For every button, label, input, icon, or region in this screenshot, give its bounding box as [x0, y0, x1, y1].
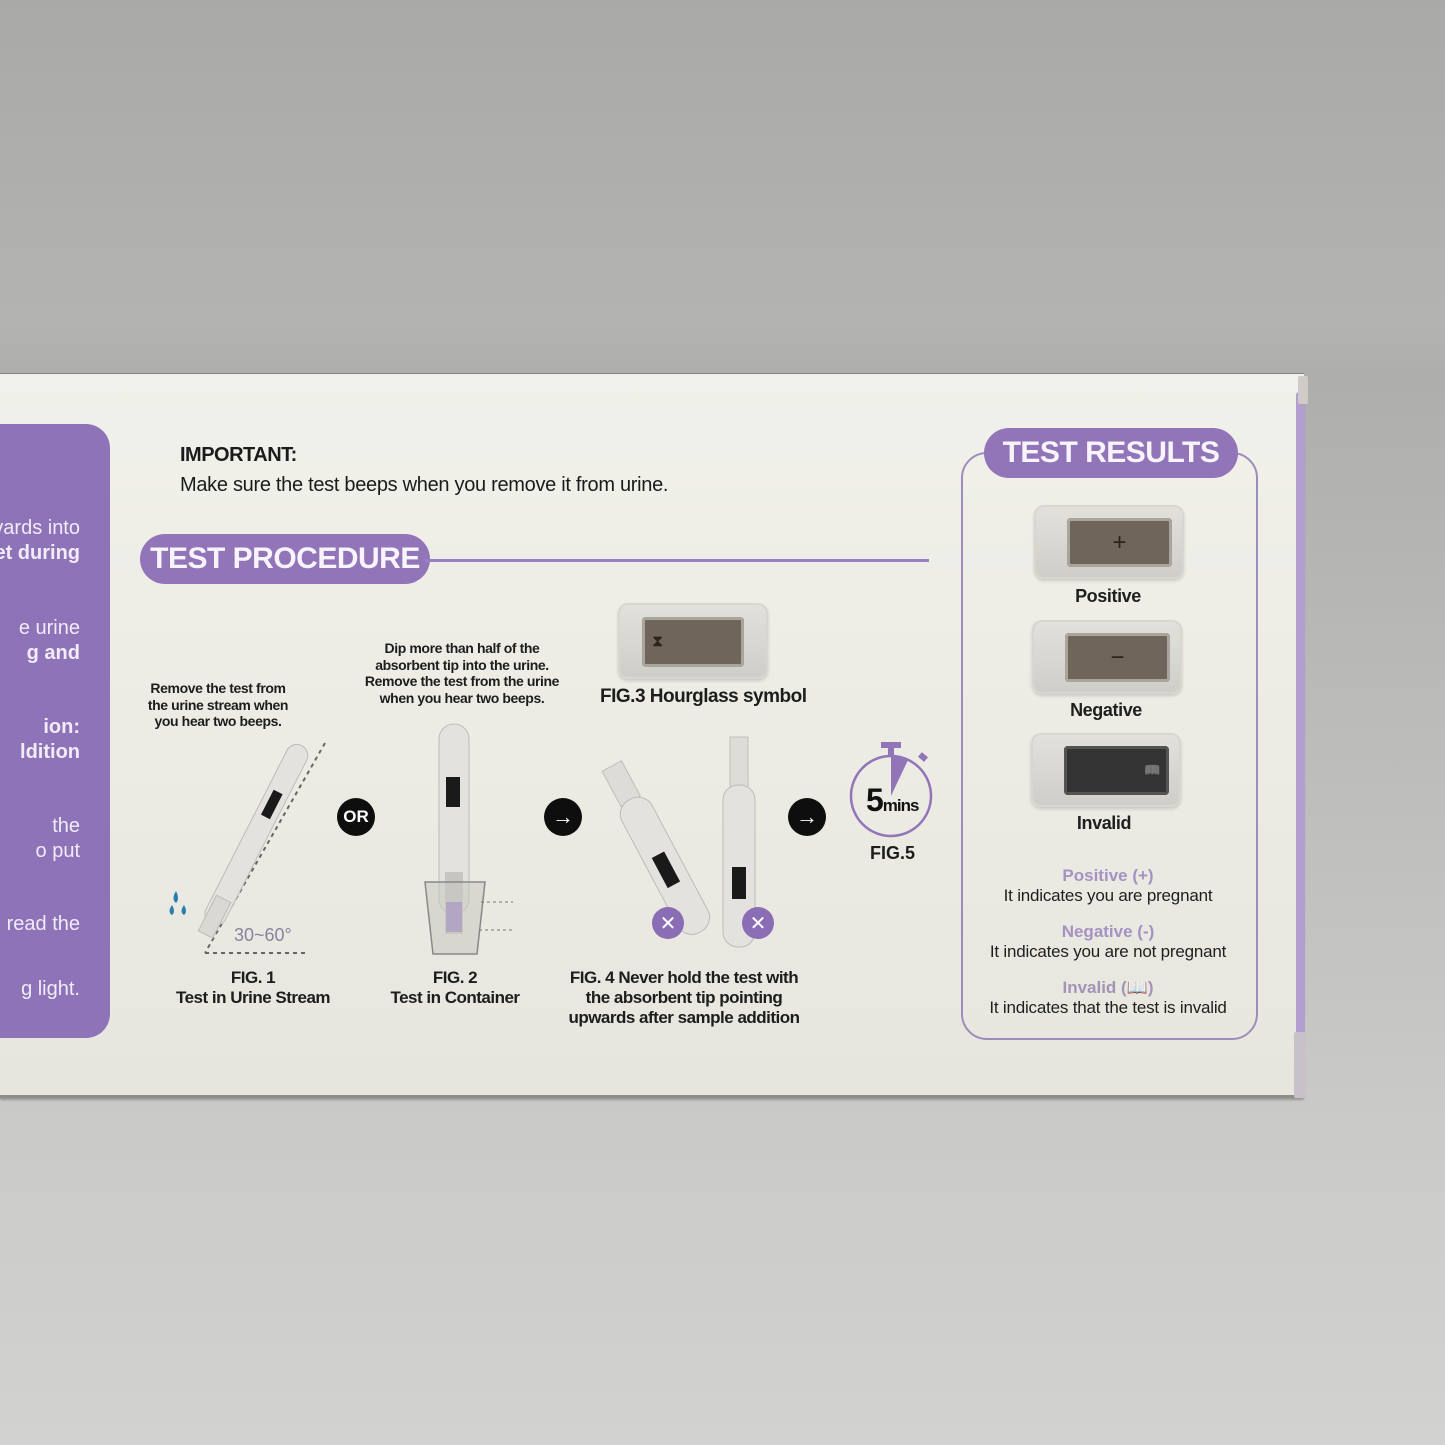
- instruction-line: o put: [35, 840, 80, 862]
- fig2-instruction-line: Remove the test from the urine: [364, 673, 560, 689]
- fig2-instruction: Dip more than half of the absorbent tip …: [352, 640, 572, 706]
- book-icon: 📖: [1064, 746, 1169, 796]
- fig1-label: FIG. 1: [230, 968, 276, 987]
- instruction-line: read the: [6, 913, 80, 935]
- box-purple-edge: [1296, 392, 1305, 1082]
- x-mark-icon: ✕: [742, 907, 774, 939]
- fig2-instruction-line: absorbent tip into the urine.: [375, 656, 549, 673]
- minus-icon: −: [1065, 633, 1170, 683]
- test-stick-cup-illustration: [424, 723, 513, 955]
- lcd-negative-display: −: [1032, 620, 1182, 694]
- test-stick-stream-illustration: [169, 742, 326, 954]
- lcd-invalid-display: 📖: [1031, 733, 1181, 807]
- fig1-caption: FIG. 1 Test in Urine Stream: [160, 968, 346, 1008]
- legend-invalid-desc: It indicates that the test is invalid: [989, 998, 1227, 1017]
- important-label: IMPORTANT:: [180, 444, 297, 466]
- fig4-caption: FIG. 4 Never hold the test with the abso…: [548, 968, 820, 1028]
- legend-positive-desc: It indicates you are pregnant: [1003, 886, 1213, 905]
- box-flap-top: [1298, 376, 1308, 404]
- fig2-title: Test in Container: [390, 988, 520, 1007]
- or-badge: OR: [337, 798, 375, 836]
- stopwatch-icon: [849, 742, 933, 838]
- instruction-line: g light.: [21, 978, 80, 1000]
- fig4-caption-line: the absorbent tip pointing: [585, 988, 783, 1007]
- fig1-instruction-line: the urine stream when: [147, 696, 289, 713]
- fig2-label: FIG. 2: [432, 968, 478, 987]
- fig2-caption: FIG. 2 Test in Container: [370, 968, 540, 1008]
- fig1-instruction: Remove the test from the urine stream wh…: [138, 680, 298, 730]
- timer-number: 5: [866, 782, 884, 818]
- fig1-instruction-line: you hear two beeps.: [154, 713, 282, 729]
- angle-label: 30~60°: [234, 925, 292, 945]
- timer-unit: mins: [882, 796, 920, 815]
- fig3-caption: FIG.3 Hourglass symbol: [600, 686, 807, 707]
- instruction-line: et during: [0, 542, 80, 564]
- instruction-line: ion:: [43, 716, 80, 738]
- legend-invalid-title: Invalid (📖): [1062, 978, 1154, 997]
- lcd-positive-display: +: [1034, 505, 1184, 579]
- important-text: Make sure the test beeps when you remove…: [180, 474, 669, 496]
- arrow-right-icon: →: [544, 798, 582, 836]
- legend-negative-desc: It indicates you are not pregnant: [989, 942, 1227, 961]
- fig2-instruction-line: when you hear two beeps.: [379, 689, 545, 706]
- test-results-heading: TEST RESULTS: [984, 428, 1238, 478]
- instruction-line: g and: [26, 642, 80, 664]
- hourglass-icon: ⧗: [642, 616, 744, 667]
- test-stick-upwards-illustration: [601, 736, 756, 948]
- heading-rule: [425, 559, 929, 562]
- fig1-title: Test in Urine Stream: [175, 988, 331, 1007]
- box-flap-bottom: [1294, 1032, 1306, 1098]
- lcd-hourglass-display: ⧗: [618, 603, 768, 679]
- fig4-caption-line: upwards after sample addition: [568, 1008, 800, 1027]
- legend-positive-title: Positive (+): [1062, 866, 1154, 885]
- fig1-instruction-line: Remove the test from: [150, 680, 286, 696]
- legend-negative-title: Negative (-): [1061, 922, 1155, 941]
- instruction-line: e urine: [18, 617, 80, 639]
- instructions-panel: vards into et during e urine g and ion: …: [0, 424, 110, 1038]
- negative-label: Negative: [1070, 700, 1142, 720]
- instruction-line: vards into: [0, 517, 80, 539]
- arrow-right-icon: →: [788, 798, 826, 836]
- fig4-caption-line: FIG. 4 Never hold the test with: [569, 968, 799, 987]
- instruction-line: ldition: [20, 741, 80, 763]
- positive-label: Positive: [1075, 586, 1141, 606]
- fig5-label: FIG.5: [870, 843, 916, 863]
- instruction-line: the: [52, 815, 80, 837]
- invalid-label: Invalid: [1076, 813, 1132, 833]
- x-mark-icon: ✕: [652, 907, 684, 939]
- timer-text: 5mins: [866, 782, 920, 819]
- plus-icon: +: [1067, 518, 1172, 568]
- fig2-instruction-line: Dip more than half of the: [384, 640, 540, 656]
- test-procedure-heading: TEST PROCEDURE: [140, 534, 430, 584]
